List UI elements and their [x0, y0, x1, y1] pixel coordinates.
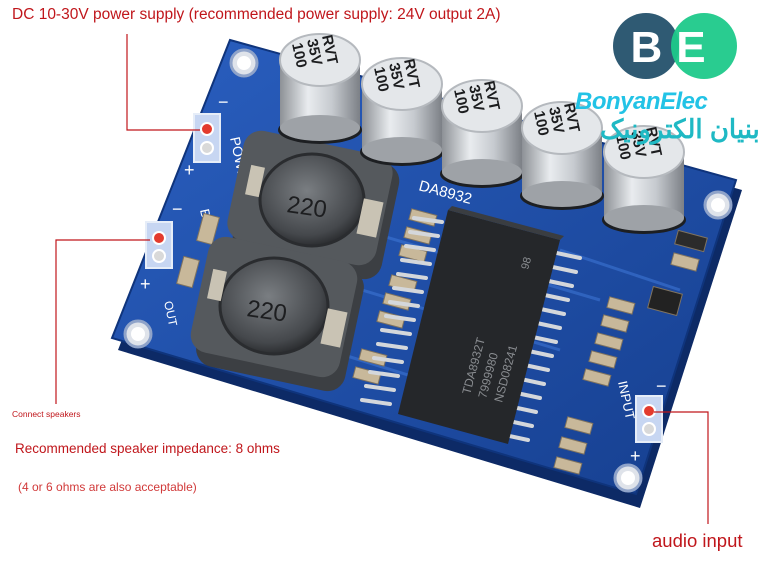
- capacitor-1-series: RVT: [318, 33, 341, 66]
- capacitor-3: 100 35V RVT: [440, 79, 524, 188]
- capacitor-4-voltage: 35V: [545, 105, 567, 135]
- input-minus-label: −: [656, 376, 667, 396]
- speaker-terminal: [145, 221, 173, 269]
- brand-logo: BE: [613, 13, 737, 79]
- power-callout-line: [126, 34, 200, 131]
- connect-speakers-caption: Connect speakers: [12, 409, 81, 419]
- inductor-bottom: 220: [190, 236, 364, 392]
- power-supply-caption: DC 10-30V power supply (recommended powe…: [12, 6, 501, 23]
- capacitor-1: 100 35V RVT: [278, 33, 362, 144]
- capacitor-4: 100 35V RVT: [520, 101, 604, 210]
- capacitor-2: 100 35V RVT: [360, 57, 444, 166]
- power-terminal: [193, 113, 221, 163]
- capacitor-2-voltage: 35V: [385, 61, 407, 91]
- capacitor-2-series: RVT: [400, 57, 423, 90]
- capacitor-5-voltage: 35V: [627, 129, 649, 159]
- logo-circle-dark: [613, 13, 679, 79]
- input-terminal: [635, 395, 663, 443]
- callout-lines: [55, 34, 709, 524]
- capacitor-1-value: 100: [288, 41, 310, 69]
- inductor-top-value: 220: [285, 191, 328, 223]
- amplifier-chip: TDA8932T 7999980 NSD08241 98: [360, 206, 582, 444]
- alternative-impedance-caption: (4 or 6 ohms are also acceptable): [18, 480, 197, 494]
- speaker-callout-line: [55, 239, 150, 404]
- capacitor-5-series: RVT: [642, 125, 665, 158]
- capacitor-4-series: RVT: [560, 101, 583, 134]
- input-plus-label: +: [630, 446, 641, 466]
- audio-input-caption: audio input: [652, 530, 743, 551]
- speaker-plus-label: +: [140, 274, 151, 294]
- mounting-holes: [123, 48, 733, 493]
- capacitor-5: 100 35V RVT: [602, 125, 686, 234]
- capacitor-5-value: 100: [612, 133, 634, 161]
- capacitor-3-value: 100: [450, 87, 472, 115]
- input-callout-line: [654, 411, 709, 524]
- speaker-impedance-caption: Recommended speaker impedance: 8 ohms: [15, 441, 280, 456]
- inductor-bottom-value: 220: [245, 295, 288, 327]
- capacitor-3-series: RVT: [480, 79, 503, 112]
- out-label: OUT: [161, 300, 180, 328]
- inductor-top: 220: [227, 130, 400, 280]
- speaker-minus-label: −: [172, 199, 183, 219]
- capacitor-2-value: 100: [370, 65, 392, 93]
- capacitor-3-voltage: 35V: [465, 83, 487, 113]
- logo-wordmark-arabic: بنیان الکترونیک: [600, 114, 760, 144]
- logo-monogram: BE: [630, 23, 719, 72]
- power-minus-label: −: [218, 92, 229, 112]
- capacitor-4-value: 100: [530, 109, 552, 137]
- chip-side-marking: 98: [519, 256, 534, 271]
- logo-circle-green: [671, 13, 737, 79]
- logo-wordmark: BonyanElec: [575, 88, 708, 115]
- capacitor-1-voltage: 35V: [303, 37, 325, 67]
- power-plus-label: +: [184, 160, 195, 180]
